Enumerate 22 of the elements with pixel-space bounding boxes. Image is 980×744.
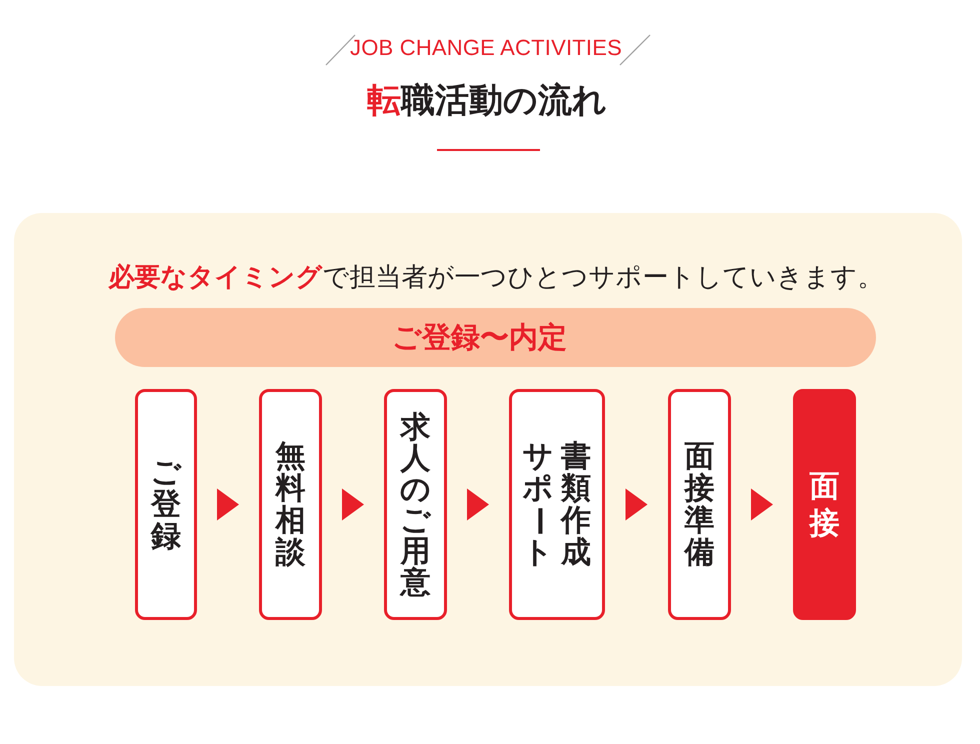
step-text: ご登録 bbox=[150, 456, 182, 552]
step-text: 求人のご用意 bbox=[398, 412, 432, 598]
step-box bbox=[668, 389, 731, 620]
arrow bbox=[342, 488, 364, 520]
rounded-panel bbox=[14, 213, 962, 686]
arrow bbox=[626, 488, 648, 520]
step-text: 無料相談 bbox=[274, 440, 306, 568]
step-box bbox=[259, 389, 322, 620]
step-text: 書類作成サポート bbox=[520, 440, 592, 568]
title: 転職活動の流れ bbox=[367, 81, 607, 121]
lead-text: 必要なタイミングで担当者が一つひとつサポートしていきます。 bbox=[108, 262, 884, 294]
step-box bbox=[135, 389, 197, 620]
stage-band: ご登録〜内定 bbox=[115, 308, 876, 367]
arrow bbox=[751, 488, 773, 520]
step-text: 面接準備 bbox=[682, 440, 716, 568]
eyebrow-text: JOB CHANGE ACTIVITIES bbox=[350, 36, 622, 60]
step-box bbox=[384, 389, 447, 620]
arrow bbox=[467, 488, 489, 520]
step-text: 面接 bbox=[808, 468, 840, 542]
step-box bbox=[793, 389, 856, 620]
arrow bbox=[217, 488, 239, 520]
step-box bbox=[509, 389, 605, 620]
